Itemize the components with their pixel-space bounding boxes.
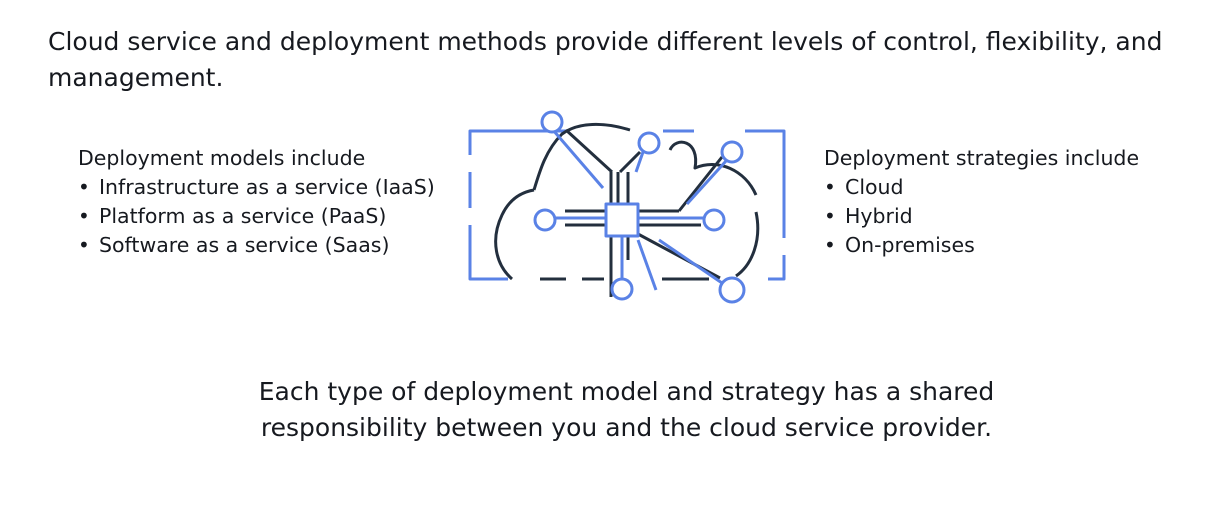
bullet: • bbox=[78, 233, 90, 257]
cloud-outline bbox=[494, 122, 760, 281]
list-item: • Cloud bbox=[824, 173, 1204, 202]
deployment-models-list: • Infrastructure as a service (IaaS) • Pla… bbox=[78, 173, 458, 260]
circuit-nodes bbox=[533, 110, 746, 304]
deployment-models: Deployment models include • Infrastructur… bbox=[78, 144, 458, 260]
list-item-label: Hybrid bbox=[845, 204, 913, 228]
circuit-chip bbox=[604, 202, 640, 238]
deployment-strategies-title: Deployment strategies include bbox=[824, 146, 1140, 170]
bullet: • bbox=[824, 175, 836, 199]
deployment-models-title: Deployment models include bbox=[78, 146, 366, 170]
bullet: • bbox=[824, 233, 836, 257]
list-item-label: Platform as a service (PaaS) bbox=[99, 204, 387, 228]
list-item: • Software as a service (Saas) bbox=[78, 231, 458, 260]
list-item-label: Software as a service (Saas) bbox=[99, 233, 390, 257]
deployment-strategies-list: • Cloud • Hybrid • On-premises bbox=[824, 173, 1204, 260]
circuit-accents bbox=[551, 129, 728, 291]
list-item: • On-premises bbox=[824, 231, 1204, 260]
footer-text: Each type of deployment model and strate… bbox=[258, 377, 995, 442]
frame-outline bbox=[468, 129, 786, 281]
bullet: • bbox=[78, 175, 90, 199]
list-item-label: Cloud bbox=[845, 175, 904, 199]
list-item: • Infrastructure as a service (IaaS) bbox=[78, 173, 458, 202]
bullet: • bbox=[78, 204, 90, 228]
cloud-circuit-icon bbox=[468, 110, 786, 304]
intro-text: Cloud service and deployment methods pro… bbox=[48, 27, 1163, 92]
list-item: • Hybrid bbox=[824, 202, 1204, 231]
bullet: • bbox=[824, 204, 836, 228]
deployment-strategies: Deployment strategies include • Cloud • Hy… bbox=[824, 144, 1204, 260]
list-item: • Platform as a service (PaaS) bbox=[78, 202, 458, 231]
list-item-label: On-premises bbox=[845, 233, 975, 257]
list-item-label: Infrastructure as a service (IaaS) bbox=[99, 175, 435, 199]
